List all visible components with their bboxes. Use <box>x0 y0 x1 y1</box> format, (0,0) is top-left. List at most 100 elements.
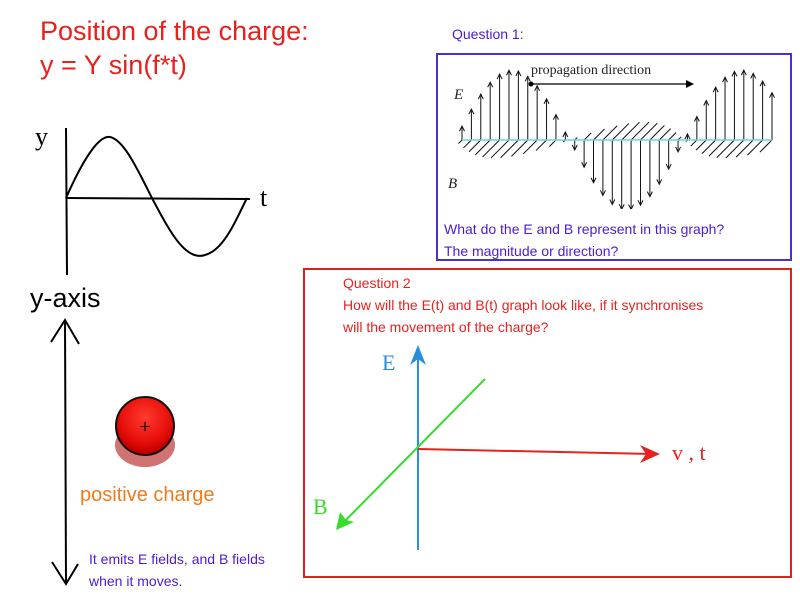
title-line-2: y = Y sin(f*t) <box>40 50 187 80</box>
b-vector <box>549 139 557 147</box>
e-vector-head <box>468 107 475 115</box>
charge-plus-sign: + <box>139 416 150 438</box>
title: Position of the charge: y = Y sin(f*t) <box>40 14 309 82</box>
question2-axes: E B v , t <box>313 345 706 550</box>
charge-note: It emits E fields, and B fields when it … <box>89 548 265 592</box>
b-vector <box>611 123 630 141</box>
b-vector <box>716 139 735 158</box>
b-vector <box>621 121 640 141</box>
question1-box <box>436 53 792 261</box>
sine-graph-t-label: t <box>260 183 268 212</box>
e-vector-head <box>731 70 738 77</box>
e-vector-head <box>759 79 766 87</box>
question2-box <box>303 268 792 578</box>
b-vector <box>482 139 500 158</box>
b-vector <box>690 139 698 147</box>
b-vector <box>468 139 482 153</box>
b-vector <box>695 139 707 151</box>
b-vector <box>490 139 510 159</box>
e-vector-head <box>515 69 522 77</box>
charge-note-line-1: It emits E fields, and B fields <box>89 551 265 567</box>
b-vector <box>658 128 672 141</box>
e-vector-head <box>487 81 494 88</box>
b-vector <box>522 139 538 155</box>
question1-heading: Question 1: <box>452 26 524 42</box>
e-vector-head <box>477 93 484 100</box>
b-vector <box>511 139 529 157</box>
question2-heading: Question 2 <box>343 275 411 291</box>
e-vector-head <box>534 84 541 92</box>
e-vector-head <box>656 179 663 186</box>
b-vector <box>458 139 463 144</box>
e-vector-head <box>571 144 578 152</box>
question2-text-line-1: How will the E(t) and B(t) graph look li… <box>343 297 704 313</box>
sine-graph: y t <box>35 122 268 276</box>
b-vector <box>759 139 773 153</box>
title-line-1: Position of the charge: <box>40 16 309 46</box>
e-field-vectors <box>459 68 775 209</box>
e-vector-head <box>769 91 775 98</box>
b-axis <box>337 378 486 529</box>
b-vector <box>593 128 605 141</box>
em-wave-figure: propagation direction E B <box>448 63 775 209</box>
y-axis-label: y-axis <box>30 283 101 313</box>
b-vector <box>649 125 665 141</box>
y-axis-arrow <box>50 318 80 586</box>
sine-graph-y-axis <box>65 127 68 276</box>
e-vector-head <box>750 72 757 79</box>
b-vector <box>701 139 716 154</box>
sine-graph-t-axis <box>65 197 251 200</box>
vt-axis-label: v , t <box>672 440 706 465</box>
e-vector-head <box>599 190 606 197</box>
e-vector-head <box>646 191 653 198</box>
e-vector-head <box>562 130 569 138</box>
e-label: E <box>453 87 463 103</box>
question1-text: What do the E and B represent in this gr… <box>444 218 724 262</box>
e-vector-head <box>628 204 635 209</box>
e-vector-head <box>459 124 465 132</box>
e-vector-head <box>684 132 691 140</box>
question2-text-line-2: will the movement of the charge? <box>343 319 549 335</box>
question1-text-line-2: The magnitude or direction? <box>444 243 619 259</box>
b-vector <box>535 139 547 151</box>
e-vector-head <box>675 146 682 154</box>
propagation-label: propagation direction <box>531 63 651 78</box>
b-vector <box>747 139 763 156</box>
b-vector <box>500 139 519 159</box>
e-vector-head <box>693 115 700 122</box>
sine-graph-y-label: y <box>35 122 48 151</box>
e-vector-head <box>590 177 597 184</box>
e-vector-head <box>712 85 719 93</box>
e-vector-head <box>722 76 728 83</box>
b-vector <box>668 132 677 141</box>
b-vector <box>708 139 726 157</box>
e-vector-head <box>618 204 625 209</box>
positive-charge-sphere: + <box>115 396 175 467</box>
e-vector-head <box>524 75 531 82</box>
b-vector <box>463 139 472 149</box>
e-vector-head <box>496 72 503 80</box>
e-vector-head <box>581 162 588 169</box>
b-vector <box>725 139 745 159</box>
e-vector-head <box>552 113 559 120</box>
vt-axis <box>417 448 653 455</box>
b-label: B <box>448 176 457 192</box>
e-vector-head <box>609 199 616 206</box>
e-vector-head <box>703 99 710 106</box>
b-vector <box>640 122 658 141</box>
e-vector-head <box>543 97 550 105</box>
b-axis-label: B <box>313 494 328 519</box>
b-vector <box>583 132 592 141</box>
e-vector-head <box>665 163 672 171</box>
e-axis-label: E <box>382 350 395 375</box>
e-vector-head <box>637 200 644 207</box>
question2-text: Question 2 How will the E(t) and B(t) gr… <box>343 272 703 338</box>
b-vector <box>602 125 618 141</box>
e-vector-head <box>506 69 512 76</box>
question1-text-line-1: What do the E and B represent in this gr… <box>444 221 725 237</box>
charge-label: positive charge <box>80 484 215 506</box>
sine-curve <box>65 135 248 257</box>
charge-note-line-2: when it moves. <box>89 573 183 589</box>
b-vector <box>630 121 650 141</box>
b-vector <box>474 139 491 156</box>
